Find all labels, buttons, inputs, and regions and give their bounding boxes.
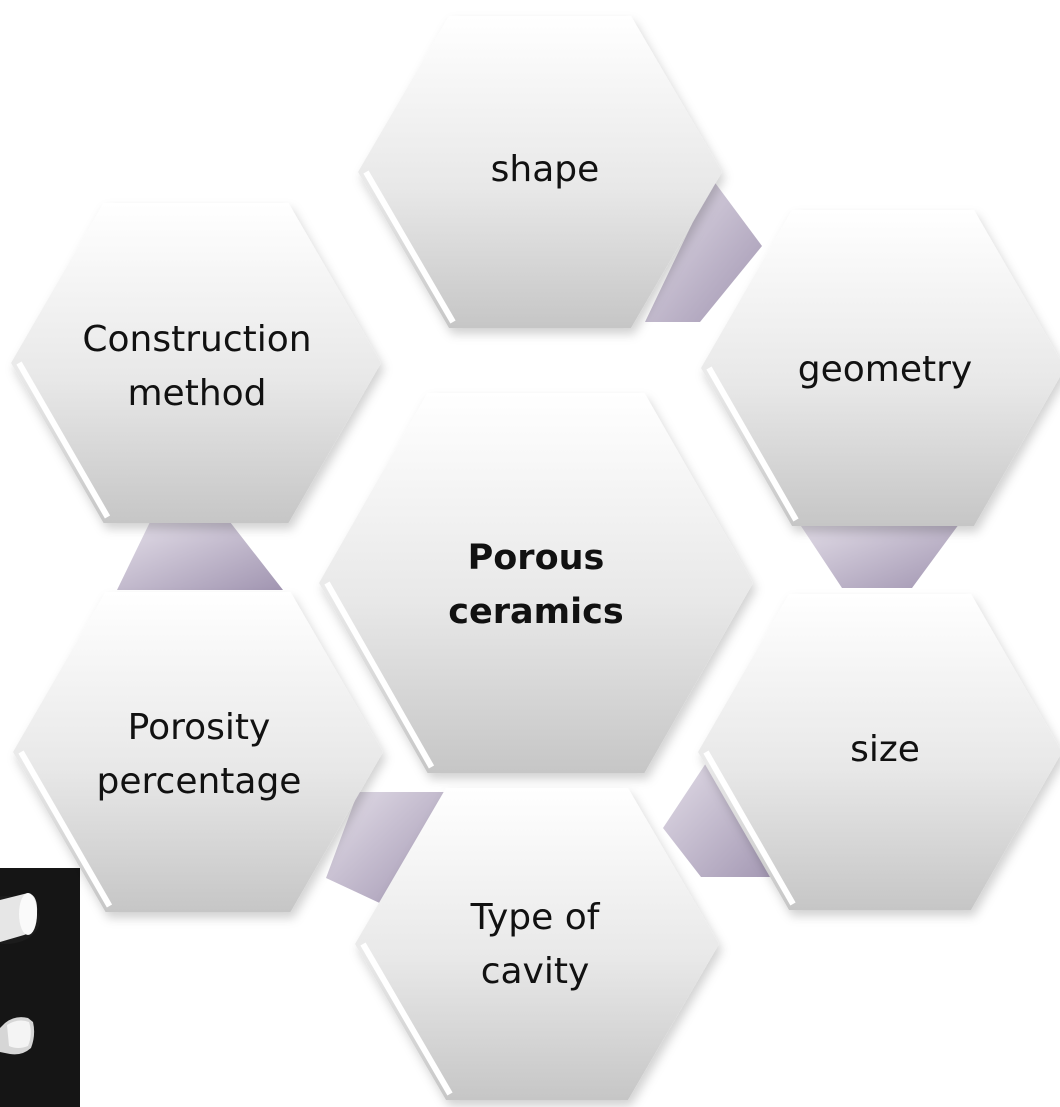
- center-line1: Porous: [468, 538, 605, 578]
- connector-geometry-size: [797, 520, 962, 588]
- center-label: Porous ceramics: [386, 460, 686, 710]
- label-geometry: geometry: [760, 310, 1010, 430]
- label-cavity-line2: cavity: [481, 951, 590, 992]
- connector-porosity-construction: [117, 522, 283, 590]
- label-size: size: [760, 690, 1010, 810]
- label-porosity-line2: percentage: [97, 761, 302, 802]
- label-porosity: Porosity percentage: [64, 690, 334, 820]
- label-construction: Construction method: [62, 302, 332, 432]
- label-size-line1: size: [850, 729, 920, 770]
- label-geometry-line1: geometry: [798, 349, 972, 390]
- label-shape: shape: [420, 110, 670, 230]
- label-cavity-line1: Type of: [471, 897, 600, 938]
- label-construction-line2: method: [127, 373, 266, 414]
- center-line2: ceramics: [448, 592, 623, 632]
- label-shape-line1: shape: [491, 149, 600, 190]
- label-construction-line1: Construction: [82, 319, 311, 360]
- label-cavity: Type of cavity: [410, 880, 660, 1010]
- sample-photo: [0, 868, 80, 1107]
- label-porosity-line1: Porosity: [128, 707, 271, 748]
